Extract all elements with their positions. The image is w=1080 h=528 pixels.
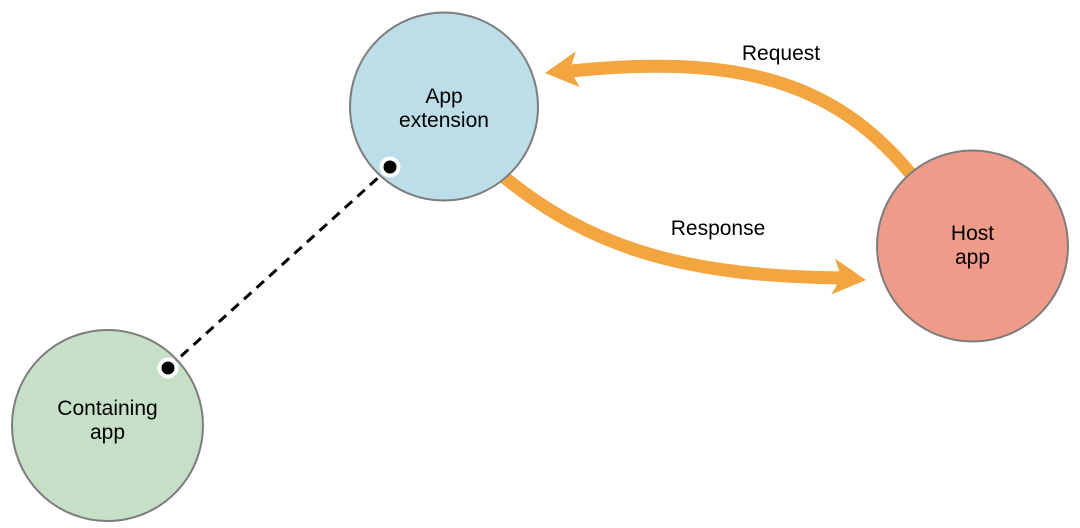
- node-host-app-label-line1: Host: [951, 222, 994, 245]
- response-arrow-body: [493, 167, 849, 285]
- containment-dashed-line: [166, 165, 392, 370]
- node-app-extension-label-line2: extension: [399, 109, 489, 132]
- request-arrow: [545, 51, 928, 192]
- node-containing-app-circle: [11, 329, 204, 522]
- request-arrowhead-icon: [545, 51, 580, 88]
- node-app-extension-circle: [349, 11, 539, 202]
- response-arrowhead-icon: [831, 258, 866, 295]
- request-edge-label: Request: [742, 42, 820, 65]
- node-containing-app-label-line1: Containing: [57, 397, 157, 420]
- connection-dot-containing-app: [157, 357, 179, 379]
- node-host-app-label: Host app: [951, 222, 994, 269]
- node-host-app-circle: [876, 149, 1069, 343]
- node-containing-app-label-line2: app: [90, 421, 125, 444]
- request-arrow-body: [561, 59, 928, 192]
- node-host-app-label-line2: app: [955, 246, 990, 269]
- node-app-extension-label-line1: App: [425, 85, 462, 108]
- response-edge-label: Response: [671, 217, 766, 240]
- response-arrow: [493, 167, 866, 295]
- node-app-extension-label: App extension: [399, 85, 489, 132]
- node-containing-app-label: Containing app: [57, 397, 157, 444]
- connection-dot-app-extension: [379, 156, 401, 178]
